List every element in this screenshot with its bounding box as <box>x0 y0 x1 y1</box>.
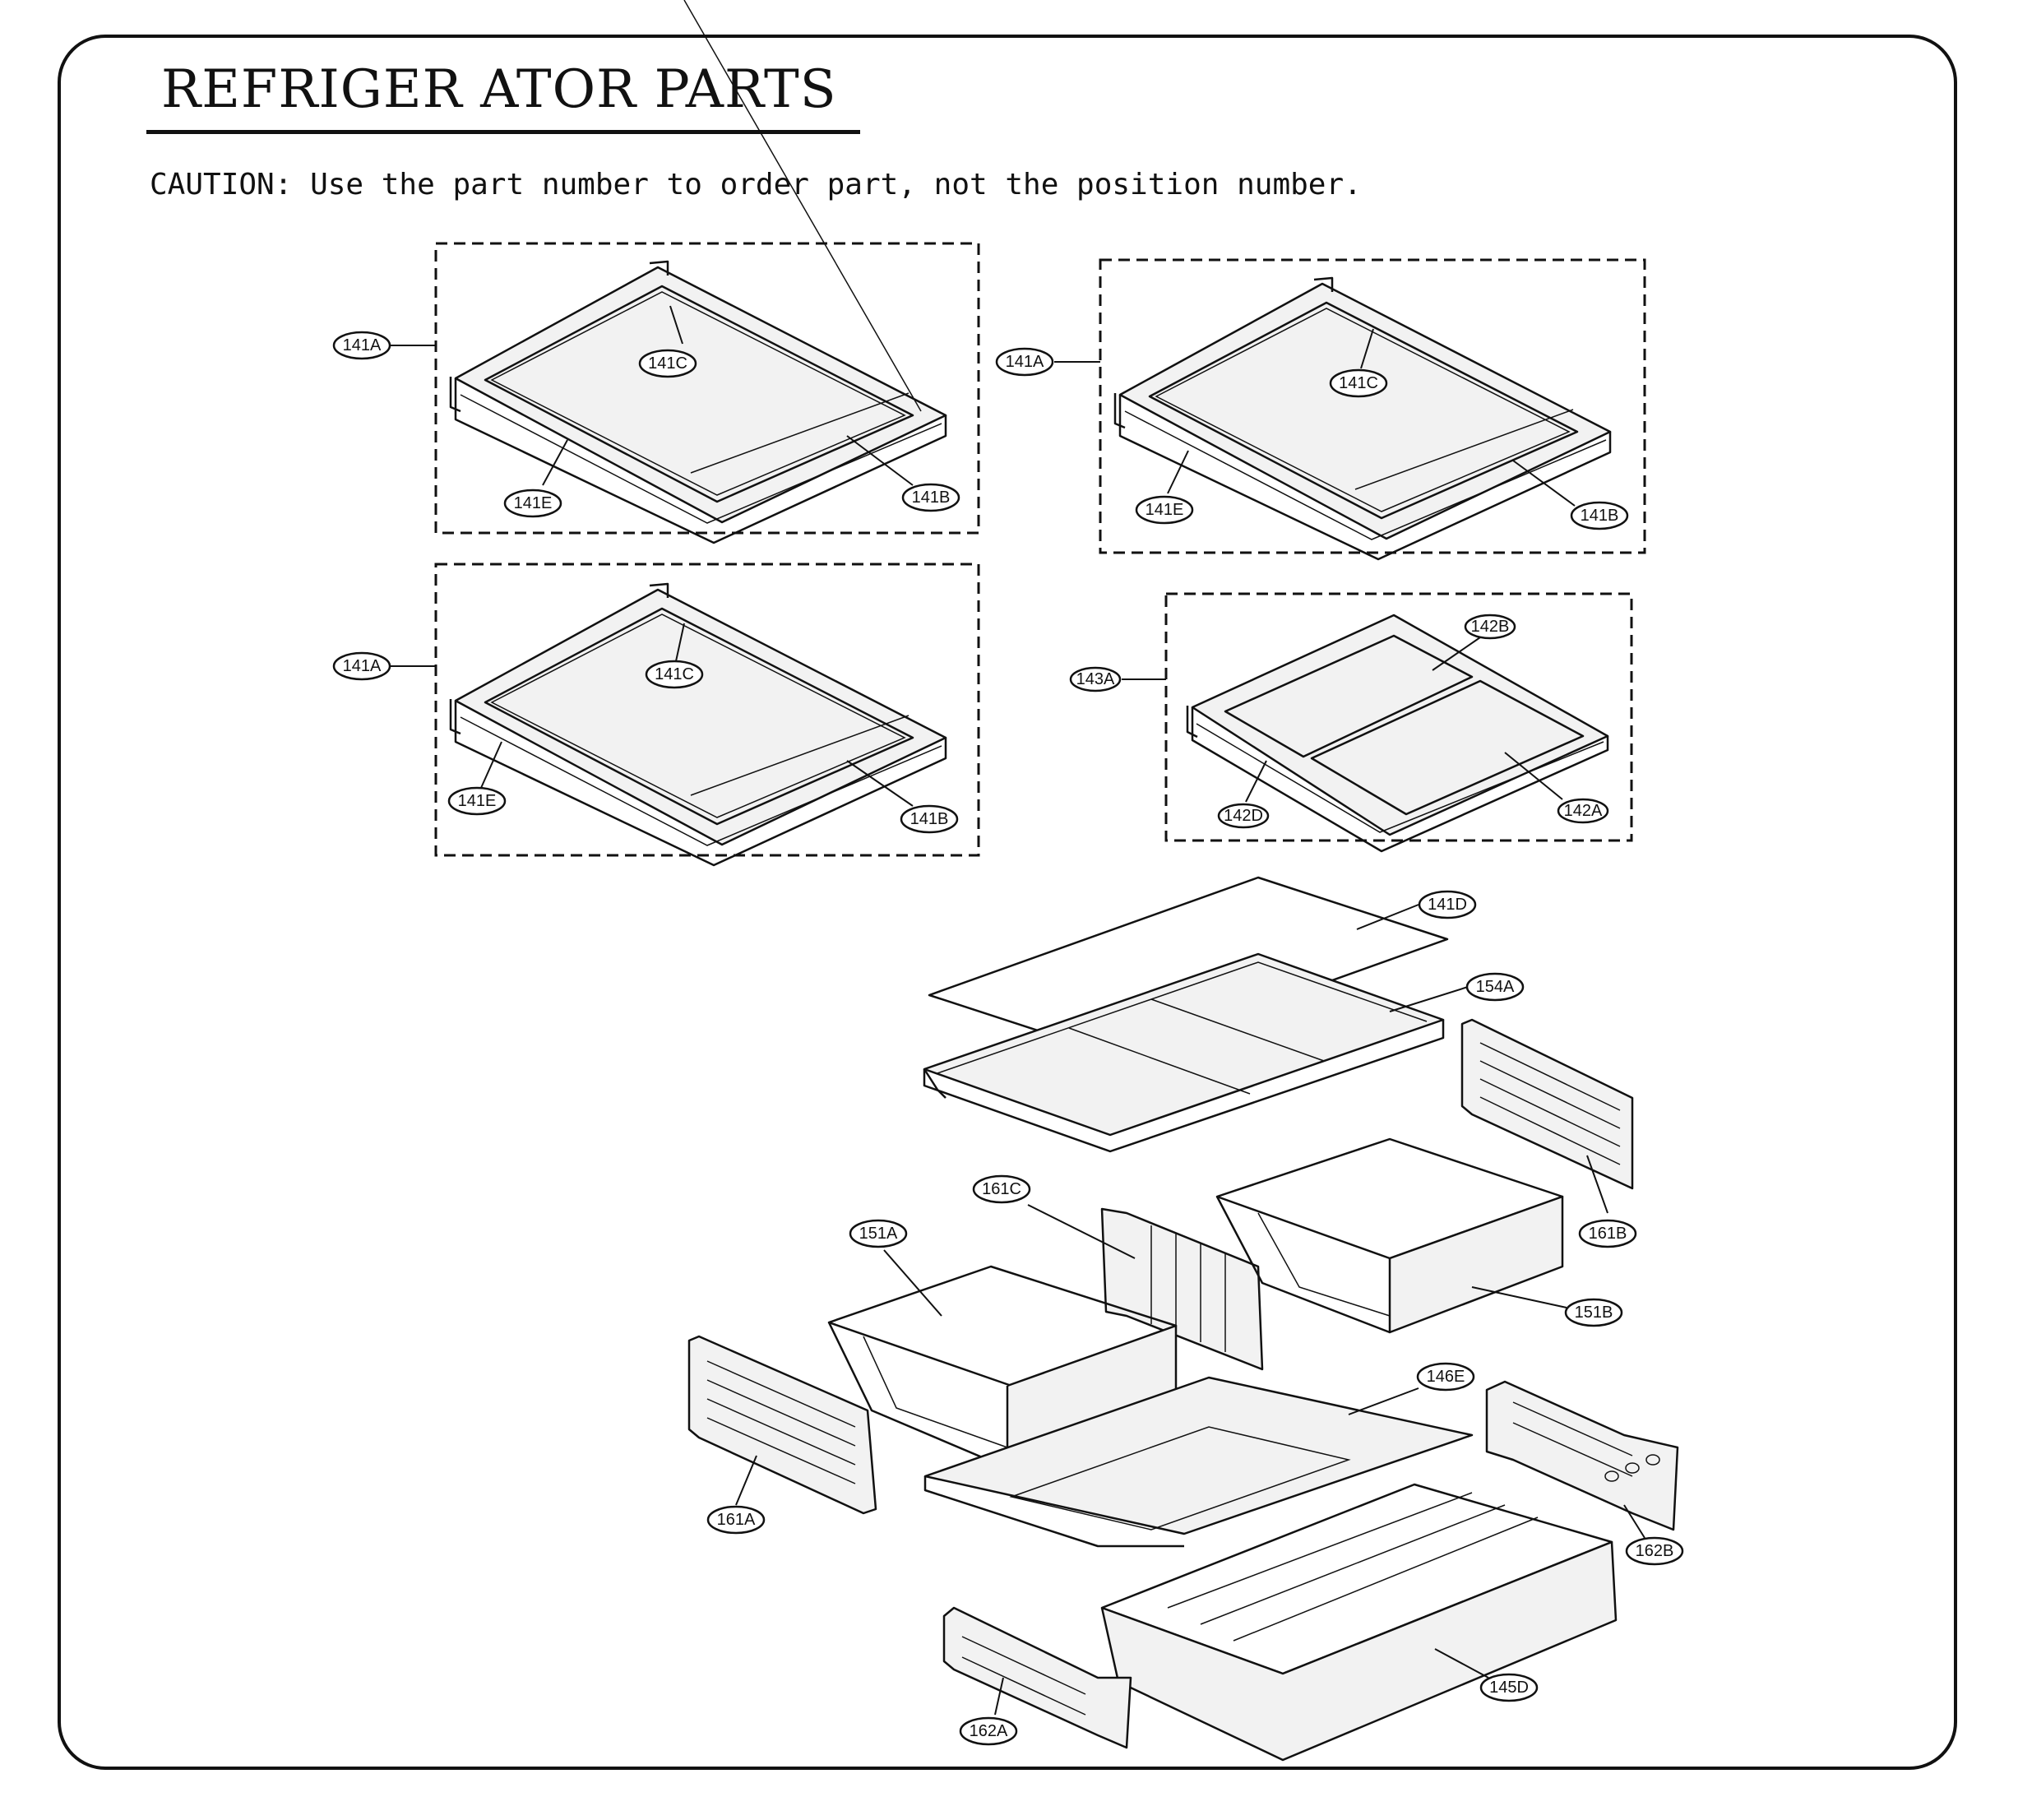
callout-162B[interactable]: 162B <box>1625 1536 1684 1566</box>
crisper-base-146E <box>923 1376 1474 1548</box>
split-shelf-group-box <box>1164 592 1633 842</box>
title-underline <box>146 130 860 134</box>
callout-141E[interactable]: 141E <box>1135 495 1194 525</box>
callout-145D[interactable]: 145D <box>1479 1673 1539 1702</box>
svg-text:141C: 141C <box>648 354 687 373</box>
callout-143A[interactable]: 143A <box>1069 666 1122 692</box>
svg-text:162B: 162B <box>1636 1542 1674 1560</box>
shelf-frame-3 <box>449 582 947 867</box>
svg-text:142D: 142D <box>1224 807 1263 825</box>
svg-text:143A: 143A <box>1076 670 1115 688</box>
svg-text:154A: 154A <box>1476 978 1515 996</box>
shelf-frame-2 <box>1113 276 1612 561</box>
crisper-rail-161A <box>687 1335 877 1515</box>
crisper-cover-154A <box>923 952 1445 1153</box>
svg-text:151B: 151B <box>1575 1304 1613 1322</box>
callout-141C[interactable]: 141C <box>645 660 704 689</box>
svg-text:141B: 141B <box>912 489 951 507</box>
svg-text:141C: 141C <box>655 665 694 683</box>
callout-141A[interactable]: 141A <box>332 331 391 360</box>
shelf-group-2-box <box>1099 258 1646 554</box>
svg-text:141E: 141E <box>458 792 497 810</box>
callout-151A[interactable]: 151A <box>849 1219 908 1248</box>
callout-161A[interactable]: 161A <box>706 1505 766 1535</box>
callout-161B[interactable]: 161B <box>1578 1219 1637 1248</box>
callout-161C[interactable]: 161C <box>972 1174 1031 1204</box>
callout-146E[interactable]: 146E <box>1416 1362 1475 1392</box>
callout-141E[interactable]: 141E <box>503 489 562 518</box>
callout-142D[interactable]: 142D <box>1217 803 1270 829</box>
svg-text:141E: 141E <box>1146 501 1184 519</box>
bottom-rail-162A <box>942 1606 1132 1749</box>
shelf-group-3-box <box>434 563 980 857</box>
svg-text:161B: 161B <box>1589 1225 1627 1243</box>
bottom-rail-162B <box>1485 1380 1679 1531</box>
svg-text:141B: 141B <box>1581 507 1619 525</box>
svg-text:141A: 141A <box>343 657 382 675</box>
svg-text:162A: 162A <box>970 1722 1008 1740</box>
svg-text:151A: 151A <box>859 1225 898 1243</box>
svg-text:145D: 145D <box>1489 1679 1529 1697</box>
crisper-rail-161B <box>1460 1018 1634 1190</box>
shelf-group-1-box <box>434 242 980 535</box>
svg-text:141C: 141C <box>1339 374 1378 392</box>
svg-text:142A: 142A <box>1564 802 1603 820</box>
svg-text:141D: 141D <box>1428 896 1467 914</box>
svg-text:141B: 141B <box>910 810 949 828</box>
svg-text:141A: 141A <box>343 336 382 354</box>
svg-text:161A: 161A <box>717 1511 756 1529</box>
callout-141E[interactable]: 141E <box>447 786 507 816</box>
callout-141A[interactable]: 141A <box>995 347 1054 377</box>
callout-142B[interactable]: 142B <box>1464 614 1516 640</box>
callout-154A[interactable]: 154A <box>1465 972 1525 1002</box>
caution-note: CAUTION: Use the part number to order pa… <box>150 168 1362 201</box>
callout-142A[interactable]: 142A <box>1557 798 1609 824</box>
callout-141B[interactable]: 141B <box>900 804 959 834</box>
diagram-frame <box>58 35 1957 1770</box>
shelf-frame-1 <box>449 0 947 544</box>
callout-141A[interactable]: 141A <box>332 651 391 681</box>
crisper-drawer-151B <box>1215 1137 1564 1334</box>
callout-141B[interactable]: 141B <box>1570 501 1629 530</box>
svg-text:141A: 141A <box>1006 353 1044 371</box>
callout-141D[interactable]: 141D <box>1418 890 1477 919</box>
center-divider-161C <box>1100 1207 1264 1371</box>
callout-141C[interactable]: 141C <box>638 349 697 378</box>
callout-162A[interactable]: 162A <box>959 1716 1018 1746</box>
callout-141B[interactable]: 141B <box>901 483 960 512</box>
callout-151B[interactable]: 151B <box>1564 1298 1623 1327</box>
svg-text:146E: 146E <box>1427 1368 1465 1386</box>
svg-text:142B: 142B <box>1471 618 1510 636</box>
svg-text:161C: 161C <box>982 1180 1021 1198</box>
callout-141C[interactable]: 141C <box>1329 368 1388 398</box>
svg-text:141E: 141E <box>514 494 553 512</box>
